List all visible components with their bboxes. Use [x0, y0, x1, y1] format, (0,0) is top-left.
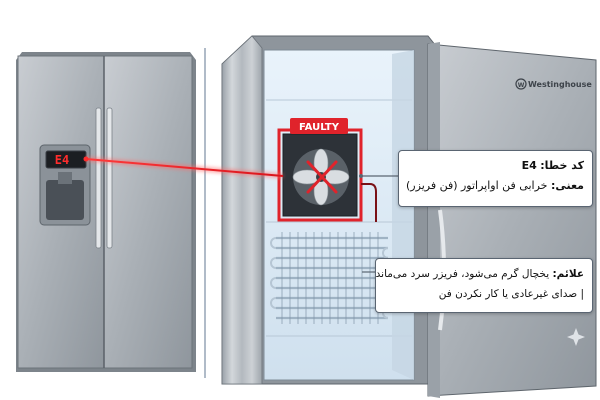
symptoms-label: علائم: — [552, 268, 584, 280]
evaporator-coils — [276, 236, 388, 320]
error-code-value: E4 — [521, 159, 537, 172]
fridge-door-handle — [106, 107, 113, 249]
svg-text:W: W — [518, 82, 525, 89]
symptoms-row-1: علائم: یخچال گرم می‌شود، فریزر سرد می‌ما… — [376, 264, 584, 284]
error-code-label: کد خطا: — [540, 159, 584, 172]
fault-x-icon — [306, 160, 338, 194]
symptoms-callout: علائم: یخچال گرم می‌شود، فریزر سرد می‌ما… — [375, 258, 593, 313]
right-refrigerator-open: FAULTY W Westinghouse — [221, 35, 597, 398]
freezer-door-handle — [95, 107, 102, 249]
symptoms-line-2: | صدای غیرعادی یا کار نکردن فن — [438, 288, 584, 300]
error-meaning-text: خرابی فن اواپراتور (فن فریزر) — [406, 179, 548, 192]
laser-connector — [83, 156, 284, 179]
error-meaning-row: معنی: خرابی فن اواپراتور (فن فریزر) — [406, 176, 584, 196]
left-refrigerator: E4 — [16, 52, 196, 372]
sparkle-icon — [567, 328, 585, 346]
faulty-badge — [290, 118, 348, 134]
symptoms-line-1: یخچال گرم می‌شود، فریزر سرد می‌ماند — [375, 268, 550, 280]
open-fridge-door — [427, 43, 597, 397]
brand-logo: W — [515, 78, 527, 90]
error-code-display: E4 — [55, 153, 69, 167]
error-meaning-label: معنی: — [550, 179, 584, 192]
fan-blades — [292, 148, 350, 206]
error-code-callout: کد خطا: E4 معنی: خرابی فن اواپراتور (فن … — [398, 150, 593, 207]
faulty-badge-label: FAULTY — [299, 122, 340, 133]
error-code-row: کد خطا: E4 — [407, 156, 584, 176]
brand-name: Westinghouse — [528, 80, 592, 89]
